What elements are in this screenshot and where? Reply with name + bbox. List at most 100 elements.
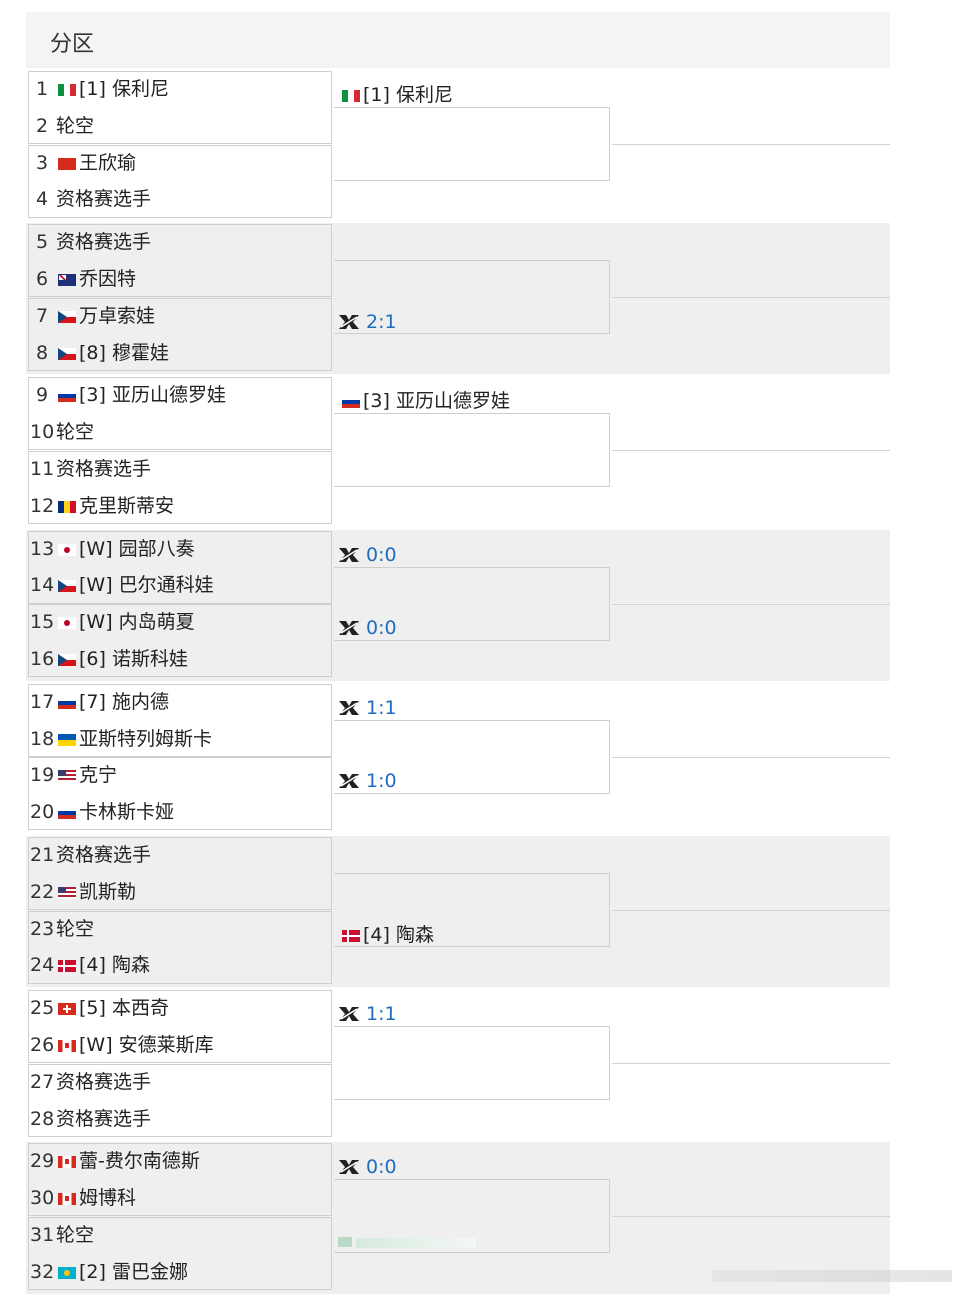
player-row[interactable]: 24[4] 陶森	[30, 947, 330, 983]
score-value[interactable]: 0:0	[366, 543, 397, 566]
player-row[interactable]: 8[8] 穆霍娃	[30, 335, 330, 371]
head-to-head-icon	[339, 547, 359, 562]
seed-number: 2	[35, 114, 49, 137]
score-value[interactable]: 2:1	[366, 310, 397, 333]
seed-number: 1	[35, 78, 49, 100]
player-name: [W] 内岛萌夏	[79, 611, 195, 634]
player-name: 克宁	[79, 764, 118, 787]
seed-number: 19	[30, 764, 55, 787]
match-score[interactable]: 0:0	[338, 615, 397, 641]
match-score[interactable]: 1:0	[338, 768, 397, 794]
player-row[interactable]: 13[W] 园部八奏	[30, 531, 330, 567]
player-row[interactable]: 11资格赛选手	[30, 451, 330, 487]
australia-flag	[58, 274, 76, 286]
match-score[interactable]: 1:1	[338, 1001, 397, 1027]
russia-flag	[58, 807, 76, 820]
player-name: [1] 保利尼	[79, 78, 169, 100]
seed-number: 11	[30, 458, 55, 480]
japan-flag	[58, 617, 76, 630]
player-row[interactable]: 9[3] 亚历山德罗娃	[30, 377, 330, 413]
third-round-line	[612, 450, 890, 452]
seed-number: 27	[30, 1070, 55, 1093]
player-row[interactable]: 21资格赛选手	[30, 837, 330, 873]
head-to-head-icon	[339, 1160, 359, 1175]
seed-number: 13	[30, 537, 55, 560]
first-round-match-box	[28, 144, 332, 218]
player-row[interactable]: 17[7] 施内德	[30, 684, 330, 720]
player-name: 轮空	[56, 421, 95, 444]
player-row[interactable]: 19 克宁	[30, 757, 330, 793]
score-value[interactable]: 0:0	[366, 1156, 397, 1179]
first-round-match-box	[28, 990, 332, 1064]
second-round-connector	[334, 719, 610, 794]
first-round-match-box	[28, 451, 332, 524]
player-row[interactable]: 26[W] 安德莱斯库	[30, 1027, 330, 1063]
player-name: [4] 陶森	[363, 923, 434, 946]
first-round-match-box	[28, 1063, 332, 1137]
seed-number: 32	[30, 1260, 55, 1283]
player-row[interactable]: 31轮空	[30, 1217, 330, 1253]
match-score[interactable]: 1:1	[338, 695, 397, 721]
player-name: 乔因特	[79, 268, 137, 290]
second-round-connector	[334, 566, 610, 641]
match-score[interactable]: 2:1	[338, 309, 397, 335]
player-name: 姆博科	[79, 1187, 137, 1210]
score-value[interactable]: 0:0	[366, 617, 397, 640]
czech-flag	[58, 580, 76, 593]
seed-number: 23	[30, 917, 55, 940]
denmark-flag	[342, 929, 360, 942]
advanced-player[interactable]: [3] 亚历山德罗娃	[338, 388, 510, 414]
third-round-line	[612, 1216, 890, 1218]
japan-flag	[58, 543, 76, 556]
player-row[interactable]: 25[5] 本西奇	[30, 990, 330, 1026]
player-name: [1] 保利尼	[363, 84, 453, 106]
canada-flag	[58, 1193, 76, 1206]
seed-number: 21	[30, 844, 55, 866]
bracket-section-band	[26, 529, 890, 681]
score-value[interactable]: 1:1	[366, 696, 397, 719]
first-round-match-box	[28, 530, 332, 604]
player-row[interactable]: 14[W] 巴尔通科娃	[30, 567, 330, 603]
player-row[interactable]: 15[W] 内岛萌夏	[30, 604, 330, 640]
advanced-player[interactable]: [4] 陶森	[338, 922, 434, 948]
section-header: 分区	[26, 12, 890, 68]
usa-flag	[58, 886, 76, 899]
russia-flag	[58, 696, 76, 709]
player-row[interactable]: 23轮空	[30, 911, 330, 947]
ukraine-flag	[58, 733, 76, 746]
match-score[interactable]: 0:0	[338, 1154, 397, 1180]
player-name: 凯斯勒	[79, 880, 137, 903]
first-round-match-box	[28, 837, 332, 910]
first-round-match-box	[28, 224, 332, 298]
head-to-head-icon	[339, 1007, 359, 1022]
first-round-match-box	[28, 910, 332, 984]
player-row[interactable]: 32[2] 雷巴金娜	[30, 1254, 330, 1290]
czech-flag	[58, 310, 76, 323]
match-score[interactable]: 0:0	[338, 542, 397, 568]
player-row[interactable]: 28资格赛选手	[30, 1101, 330, 1137]
player-row[interactable]: 27资格赛选手	[30, 1064, 330, 1100]
player-row[interactable]: 10轮空	[30, 414, 330, 450]
third-round-line	[612, 1063, 890, 1065]
advanced-player[interactable]: [1] 保利尼	[338, 82, 453, 108]
player-row[interactable]: 1 [1] 保利尼	[30, 71, 330, 107]
score-value[interactable]: 1:1	[366, 1003, 397, 1026]
first-round-match-box	[28, 757, 332, 831]
player-row[interactable]: 16[6] 诺斯科娃	[30, 641, 330, 677]
score-value[interactable]: 1:0	[366, 770, 397, 793]
china-flag	[58, 157, 76, 170]
player-name: 资格赛选手	[56, 231, 152, 254]
